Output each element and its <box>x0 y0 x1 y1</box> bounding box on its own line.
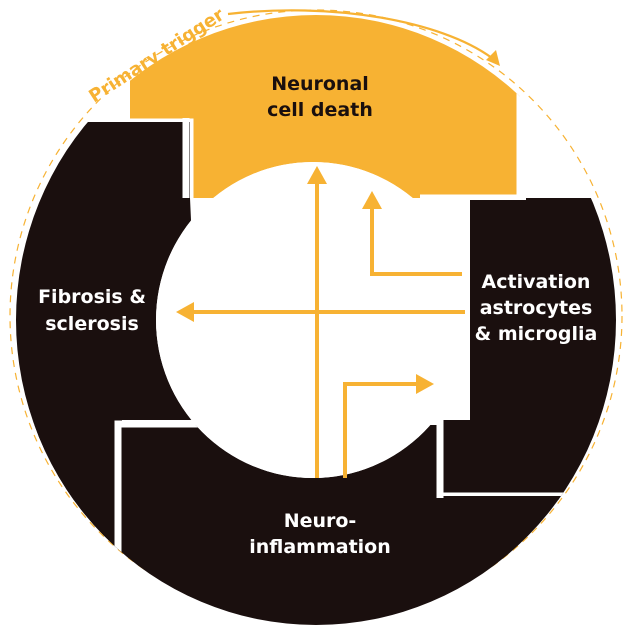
arrow-cross <box>190 180 465 478</box>
bottom-label-line1: Neuro- <box>284 510 357 532</box>
right-label-line1: Activation <box>482 271 591 293</box>
trigger-arrow <box>227 9 493 59</box>
top-label-line1: Neuronal <box>271 73 369 95</box>
segment-neuronal-cell-death <box>130 15 520 198</box>
top-label-line2: cell death <box>267 99 373 121</box>
arrow-up-head <box>307 166 327 184</box>
trigger-arrow-head <box>486 50 500 66</box>
left-label-line1: Fibrosis & <box>38 286 146 308</box>
arrow-heads <box>176 166 434 394</box>
bottom-label-line2: inflammation <box>249 536 391 558</box>
outer-dashed-ring <box>9 9 623 623</box>
right-label-line2: astrocytes <box>480 297 593 319</box>
segment-neuroinflammation <box>16 425 616 625</box>
arrow-hook-up-head <box>362 191 382 209</box>
right-label-line3: & microglia <box>475 323 598 345</box>
left-label-line2: sclerosis <box>45 313 139 335</box>
segment-activation <box>440 198 616 500</box>
arrow-hook-right-head <box>416 374 434 394</box>
arrow-left-head <box>176 302 194 322</box>
inner-disk <box>156 162 470 478</box>
